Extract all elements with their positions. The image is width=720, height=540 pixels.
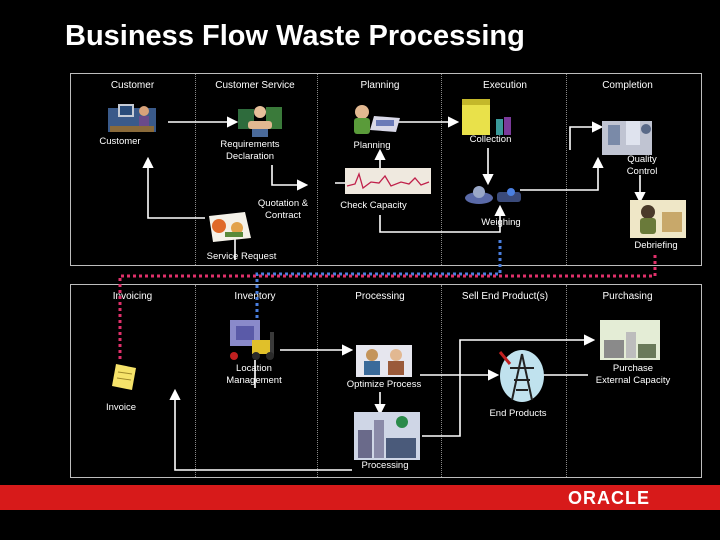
node-location-management: Location Management	[226, 363, 282, 386]
node-planning: Planning	[353, 140, 391, 151]
node-end-products: End Products	[489, 408, 547, 419]
node-optimize-process: Optimize Process	[346, 379, 422, 390]
node-weighing: Weighing	[481, 217, 521, 228]
lane-header-invoicing: Invoicing	[112, 291, 153, 302]
factory-icon	[354, 412, 420, 460]
bins-icon	[462, 99, 511, 135]
lane-header-execution: Execution	[483, 80, 527, 91]
lane-header-inventory: Inventory	[234, 291, 276, 302]
footer-bar: ORACLE	[0, 485, 720, 510]
lane-header-customer-service: Customer Service	[215, 80, 295, 91]
lane-header-planning: Planning	[360, 80, 400, 91]
lane-header-customer: Customer	[110, 80, 155, 91]
forklift-icon	[230, 320, 274, 360]
node-purchase-external-capacity: Purchase External Capacity	[595, 363, 671, 386]
oracle-logo: ORACLE	[568, 488, 650, 508]
chart-icon	[345, 168, 431, 194]
lab-icon	[602, 121, 652, 155]
node-service-request: Service Request	[206, 251, 277, 262]
node-collection: Collection	[469, 134, 512, 145]
plant-icon	[600, 320, 660, 360]
computer-user-icon	[108, 104, 156, 132]
node-requirements-declaration: Requirements Declaration	[220, 139, 280, 162]
desk-worker-icon	[354, 105, 400, 134]
contract-icon	[209, 212, 251, 242]
lane-header-sell-end-products: Sell End Product(s)	[461, 291, 549, 302]
node-processing: Processing	[361, 460, 409, 471]
lane-header-processing: Processing	[355, 291, 405, 302]
node-quality-control: Quality Control	[626, 154, 658, 177]
node-check-capacity: Check Capacity	[340, 200, 407, 211]
lane-header-completion: Completion	[602, 80, 653, 91]
node-invoice: Invoice	[105, 402, 137, 413]
lane-header-purchasing: Purchasing	[602, 291, 653, 302]
node-quotation-contract: Quotation & Contract	[257, 198, 309, 221]
node-customer: Customer	[99, 136, 141, 147]
engineers-icon	[356, 345, 412, 377]
invoice-note-icon	[112, 364, 136, 390]
office-worker-icon	[630, 200, 686, 238]
handshake-icon	[238, 106, 282, 137]
page-title: Business Flow Waste Processing	[65, 20, 525, 52]
scale-icon	[465, 186, 521, 204]
node-debriefing: Debriefing	[634, 240, 678, 251]
power-pylon-icon	[498, 350, 544, 402]
